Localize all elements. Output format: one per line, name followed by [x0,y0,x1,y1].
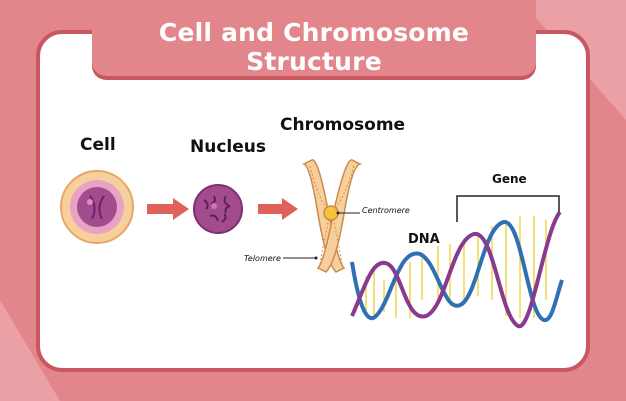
gene-bracket [456,195,560,222]
telomere-label: Telomere [244,254,281,263]
chromosome-illustration [283,159,363,273]
page-title: Cell and Chromosome Structure [158,18,470,76]
title-banner [92,0,536,76]
centromere-label: Centromere [362,206,410,215]
nucleus-illustration [193,184,243,234]
gene-label: Gene [492,172,527,186]
nucleus-label: Nucleus [190,137,266,157]
dna-label: DNA [408,232,440,247]
dna-helix-illustration [350,210,564,328]
arrow-cell-to-nucleus [147,198,189,220]
arrow-nucleus-to-chromosome [258,198,298,220]
cell-illustration [60,170,134,244]
chromosome-label: Chromosome [280,115,406,135]
cell-label: Cell [80,135,116,155]
